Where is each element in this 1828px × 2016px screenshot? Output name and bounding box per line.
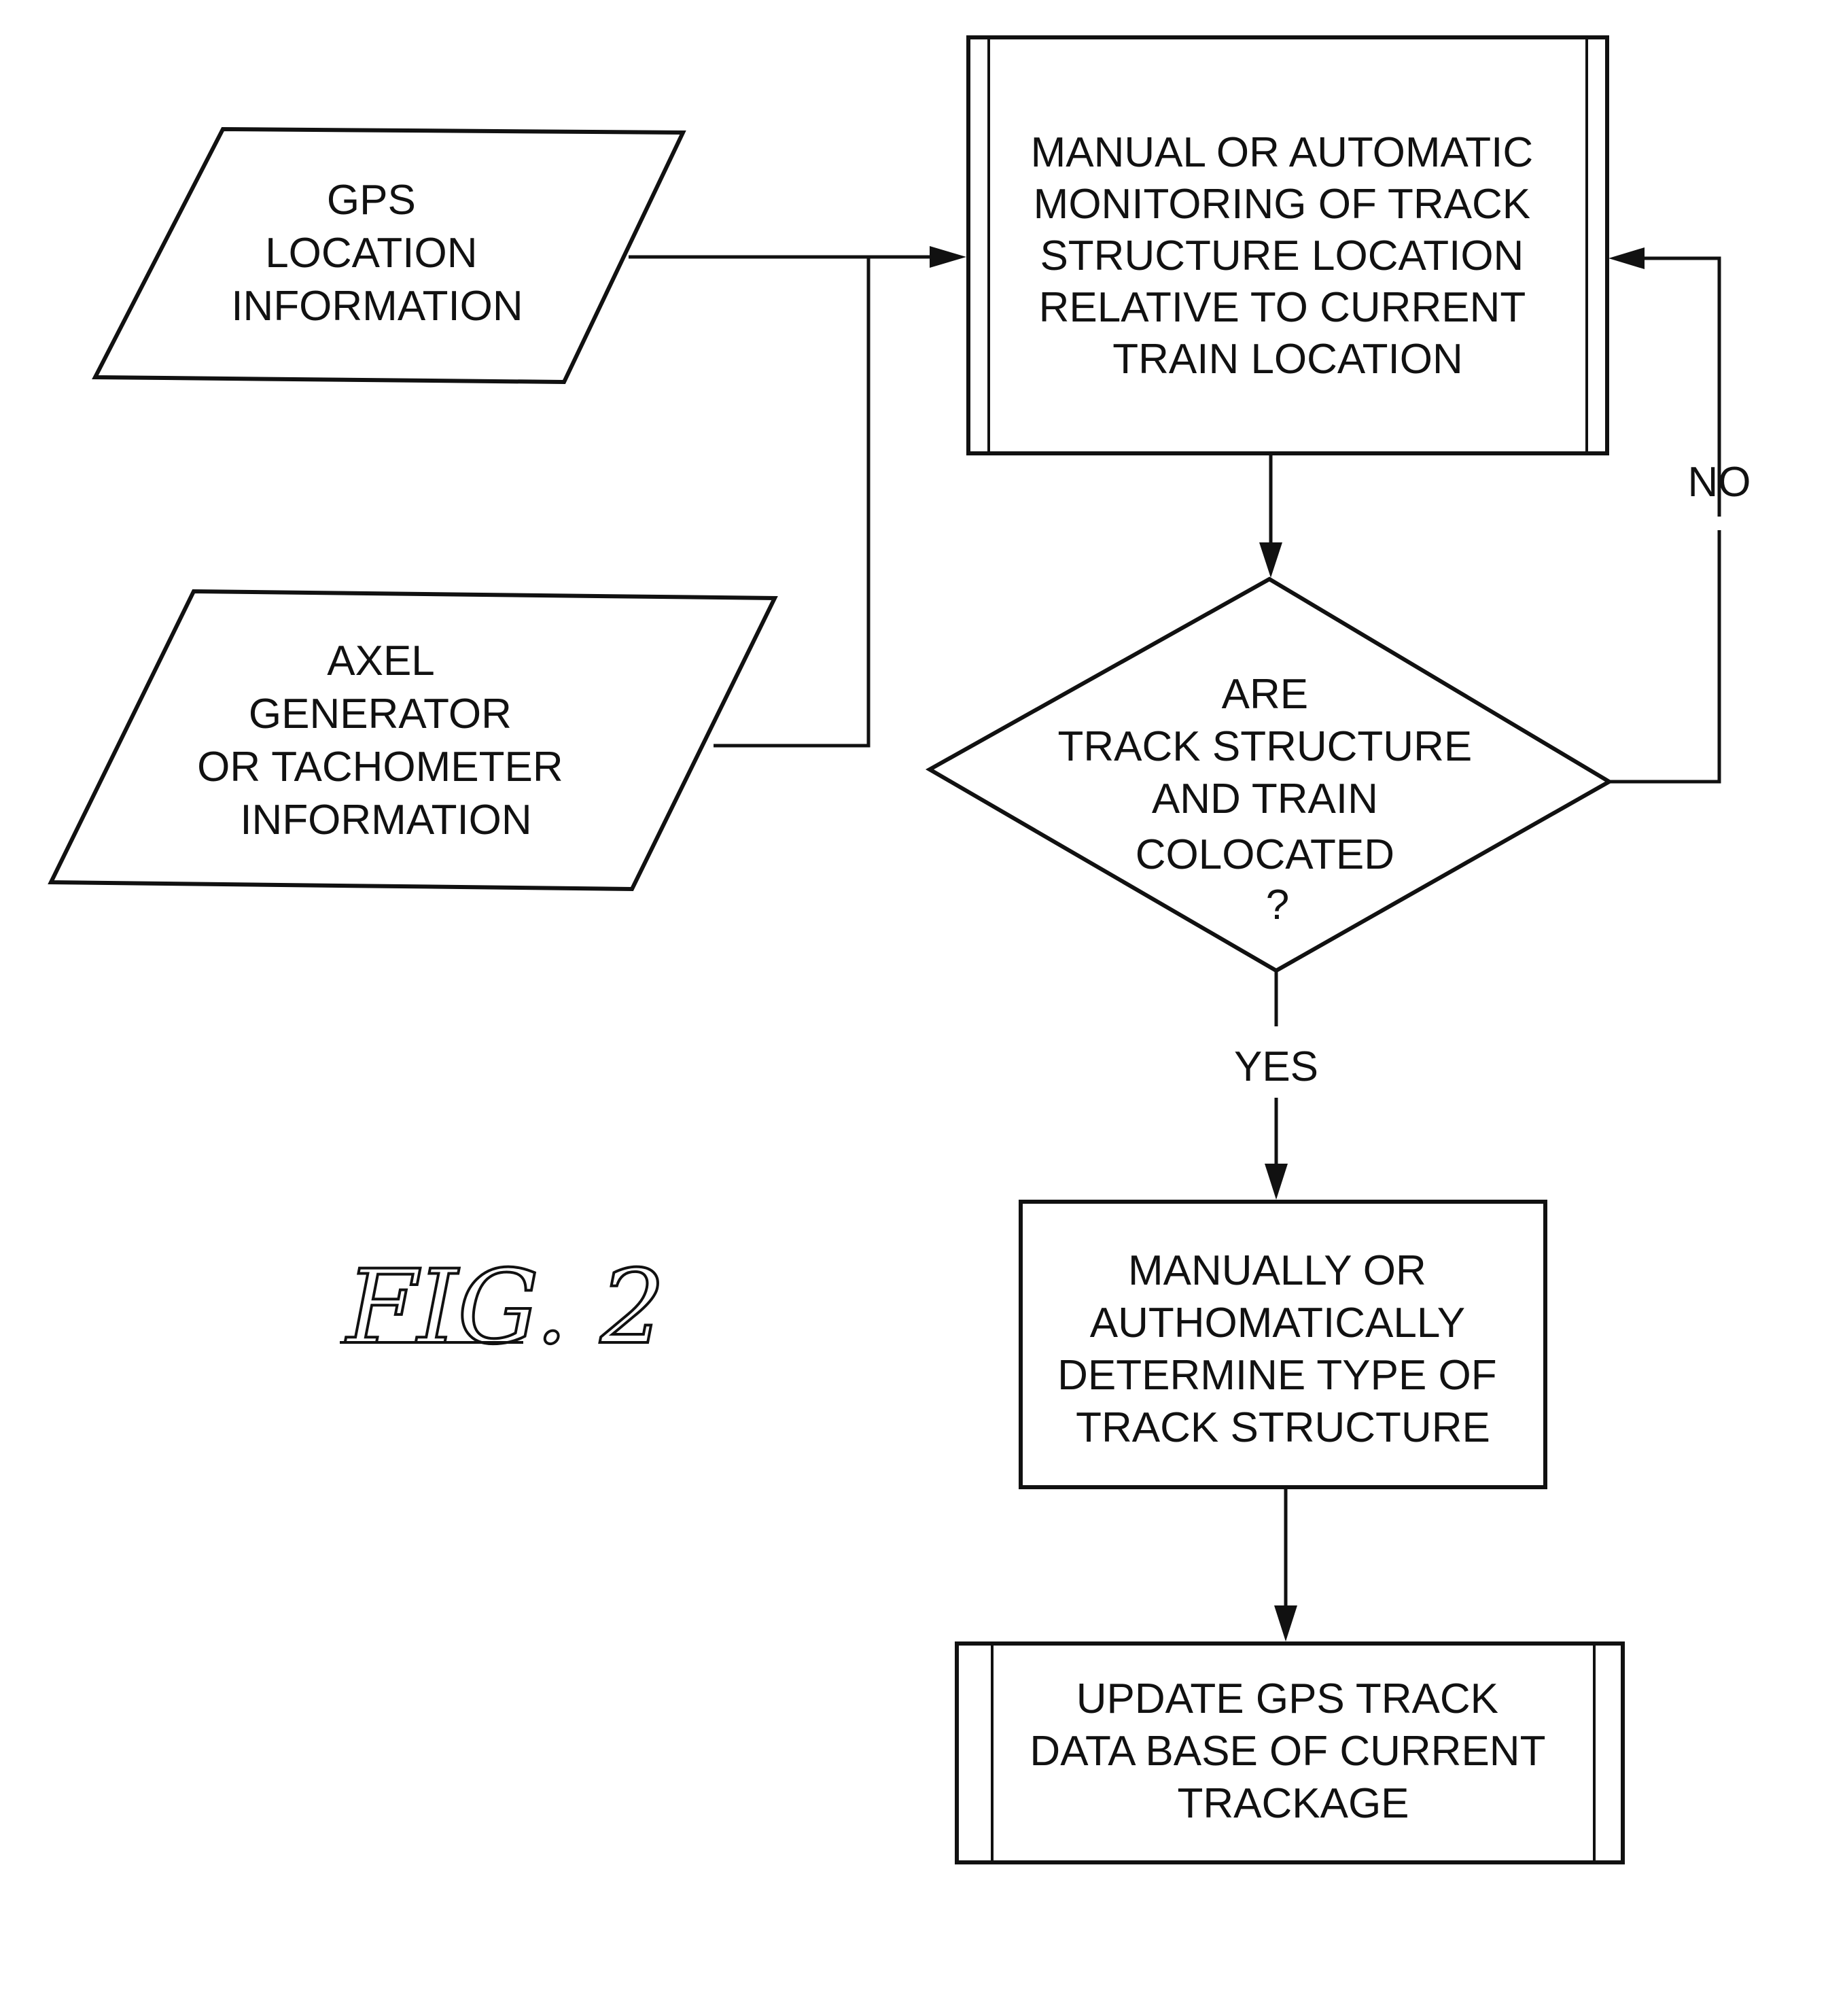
update-node: UPDATE GPS TRACK DATA BASE OF CURRENT TR… — [957, 1644, 1623, 1862]
yes-edge: YES — [1234, 971, 1318, 1200]
monitoring-node: MANUAL OR AUTOMATIC MONITORING OF TRACK … — [968, 37, 1607, 453]
axel-input-line-2: GENERATOR — [249, 691, 512, 737]
monitoring-input-arrowhead — [930, 246, 966, 268]
determine-text: MANUALLY OR AUTHOMATICALLY DETERMINE TYP… — [1057, 1247, 1509, 1451]
no-edge: NO — [1609, 247, 1751, 782]
axel-input-line-1: AXEL — [327, 638, 434, 684]
axel-input-node: AXEL GENERATOR OR TACHOMETER INFORMATION — [51, 591, 775, 889]
monitoring-to-decision-arrowhead — [1259, 542, 1282, 578]
decision-node: ARE TRACK STRUCTURE AND TRAIN COLOCATED … — [930, 579, 1609, 971]
determine-to-update-edge — [1274, 1487, 1297, 1641]
determine-line-2: AUTHOMATICALLY — [1090, 1300, 1464, 1346]
monitoring-line-5: TRAIN LOCATION — [1112, 336, 1463, 383]
no-loop-arrowhead — [1609, 247, 1645, 269]
determine-to-update-arrowhead — [1274, 1605, 1297, 1641]
yes-label: YES — [1234, 1043, 1318, 1090]
determine-node: MANUALLY OR AUTHOMATICALLY DETERMINE TYP… — [1021, 1202, 1545, 1487]
decision-line-5: ? — [1266, 882, 1289, 928]
no-label: NO — [1688, 459, 1751, 506]
monitoring-to-decision-edge — [1259, 453, 1282, 578]
decision-line-4: COLOCATED — [1136, 831, 1394, 878]
determine-line-4: TRACK STRUCTURE — [1076, 1404, 1490, 1451]
update-line-3: TRACKAGE — [1177, 1780, 1409, 1827]
monitoring-line-1: MANUAL OR AUTOMATIC — [1031, 129, 1534, 176]
gps-input-line-1: GPS — [327, 177, 416, 224]
gps-input-line-2: LOCATION — [265, 230, 477, 277]
axel-input-shape — [51, 591, 775, 889]
monitoring-text: MANUAL OR AUTOMATIC MONITORING OF TRACK … — [1031, 129, 1545, 383]
determine-line-3: DETERMINE TYPE OF — [1057, 1352, 1497, 1399]
figure-caption: FIG. 2 — [340, 1249, 665, 1367]
decision-line-1: ARE — [1222, 671, 1308, 718]
gps-input-line-3: INFORMATION — [231, 283, 523, 330]
monitoring-line-2: MONITORING OF TRACK — [1034, 181, 1530, 228]
determine-line-1: MANUALLY OR — [1128, 1247, 1426, 1294]
axel-input-text: AXEL GENERATOR OR TACHOMETER INFORMATION — [197, 638, 575, 844]
monitoring-line-3: STRUCTURE LOCATION — [1040, 232, 1524, 279]
decision-line-2: TRACK STRUCTURE — [1058, 723, 1473, 770]
gps-input-text: GPS LOCATION INFORMATION — [231, 177, 523, 330]
update-line-1: UPDATE GPS TRACK — [1076, 1675, 1498, 1722]
no-loop-line — [1609, 530, 1719, 782]
monitoring-line-4: RELATIVE TO CURRENT — [1039, 284, 1526, 331]
decision-line-3: AND TRAIN — [1152, 776, 1378, 822]
figure-label: FIG. 2 — [345, 1249, 665, 1367]
input-connectors — [629, 246, 966, 746]
update-line-2: DATA BASE OF CURRENT — [1030, 1728, 1545, 1775]
gps-input-node: GPS LOCATION INFORMATION — [95, 129, 683, 382]
yes-arrowhead — [1265, 1164, 1288, 1200]
update-text: UPDATE GPS TRACK DATA BASE OF CURRENT TR… — [1030, 1675, 1556, 1827]
axel-input-line-4: INFORMATION — [240, 797, 531, 844]
axel-input-line-3: OR TACHOMETER — [197, 744, 563, 790]
